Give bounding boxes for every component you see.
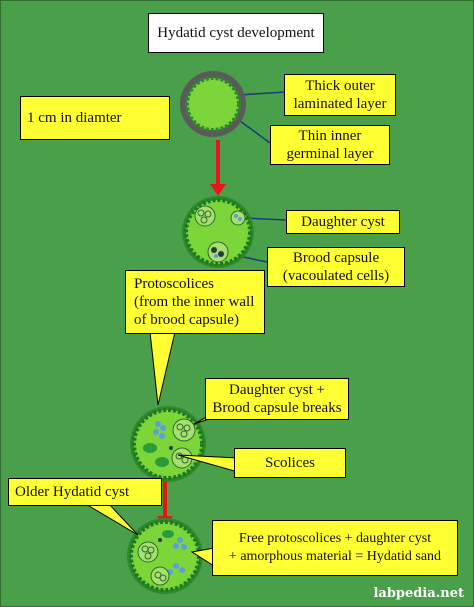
- older-cyst-label: Older Hydatid cyst: [8, 478, 162, 506]
- daughter-cyst-label: Daughter cyst: [286, 210, 400, 234]
- protoscolices-pointer: [149, 331, 176, 406]
- outer-layer-label: Thick outer laminated layer: [284, 74, 396, 116]
- connector-outer-layer: [237, 91, 287, 96]
- callout-tails: [82, 331, 261, 567]
- cyst-stage-2: [182, 196, 254, 268]
- scolex: [155, 457, 169, 467]
- cyst-3-wall: [132, 408, 204, 480]
- diagram-title: Hydatid cyst development: [148, 13, 324, 53]
- cyst-stage-3: [130, 406, 206, 482]
- hydatid-sand-label: Free protoscolices + daughter cyst + amo…: [212, 520, 458, 576]
- daughter-cyst-small: [230, 210, 246, 226]
- scolices-label: Scolices: [234, 448, 346, 478]
- scolex: [143, 443, 157, 453]
- brood-capsule: [207, 241, 229, 263]
- site-credit: labpedia.net: [373, 586, 464, 601]
- cyst-stage-4: [127, 518, 203, 594]
- connector-inner-layer: [235, 117, 271, 144]
- daughter-cyst: [194, 205, 216, 227]
- size-label: 1 cm in diamter: [20, 96, 170, 140]
- protoscolices-label: Protoscolices (from the inner wall of br…: [125, 270, 265, 334]
- cyst-stage-1: [180, 71, 246, 137]
- inner-layer-label: Thin inner germinal layer: [270, 125, 390, 165]
- arrow-1-head: [210, 184, 226, 196]
- brood-capsule-label: Brood capsule (vacoulated cells): [267, 247, 405, 287]
- older-cyst-pointer: [82, 502, 139, 536]
- germinal-layer: [185, 76, 241, 132]
- breaks-label: Daughter cyst + Brood capsule breaks: [205, 378, 349, 420]
